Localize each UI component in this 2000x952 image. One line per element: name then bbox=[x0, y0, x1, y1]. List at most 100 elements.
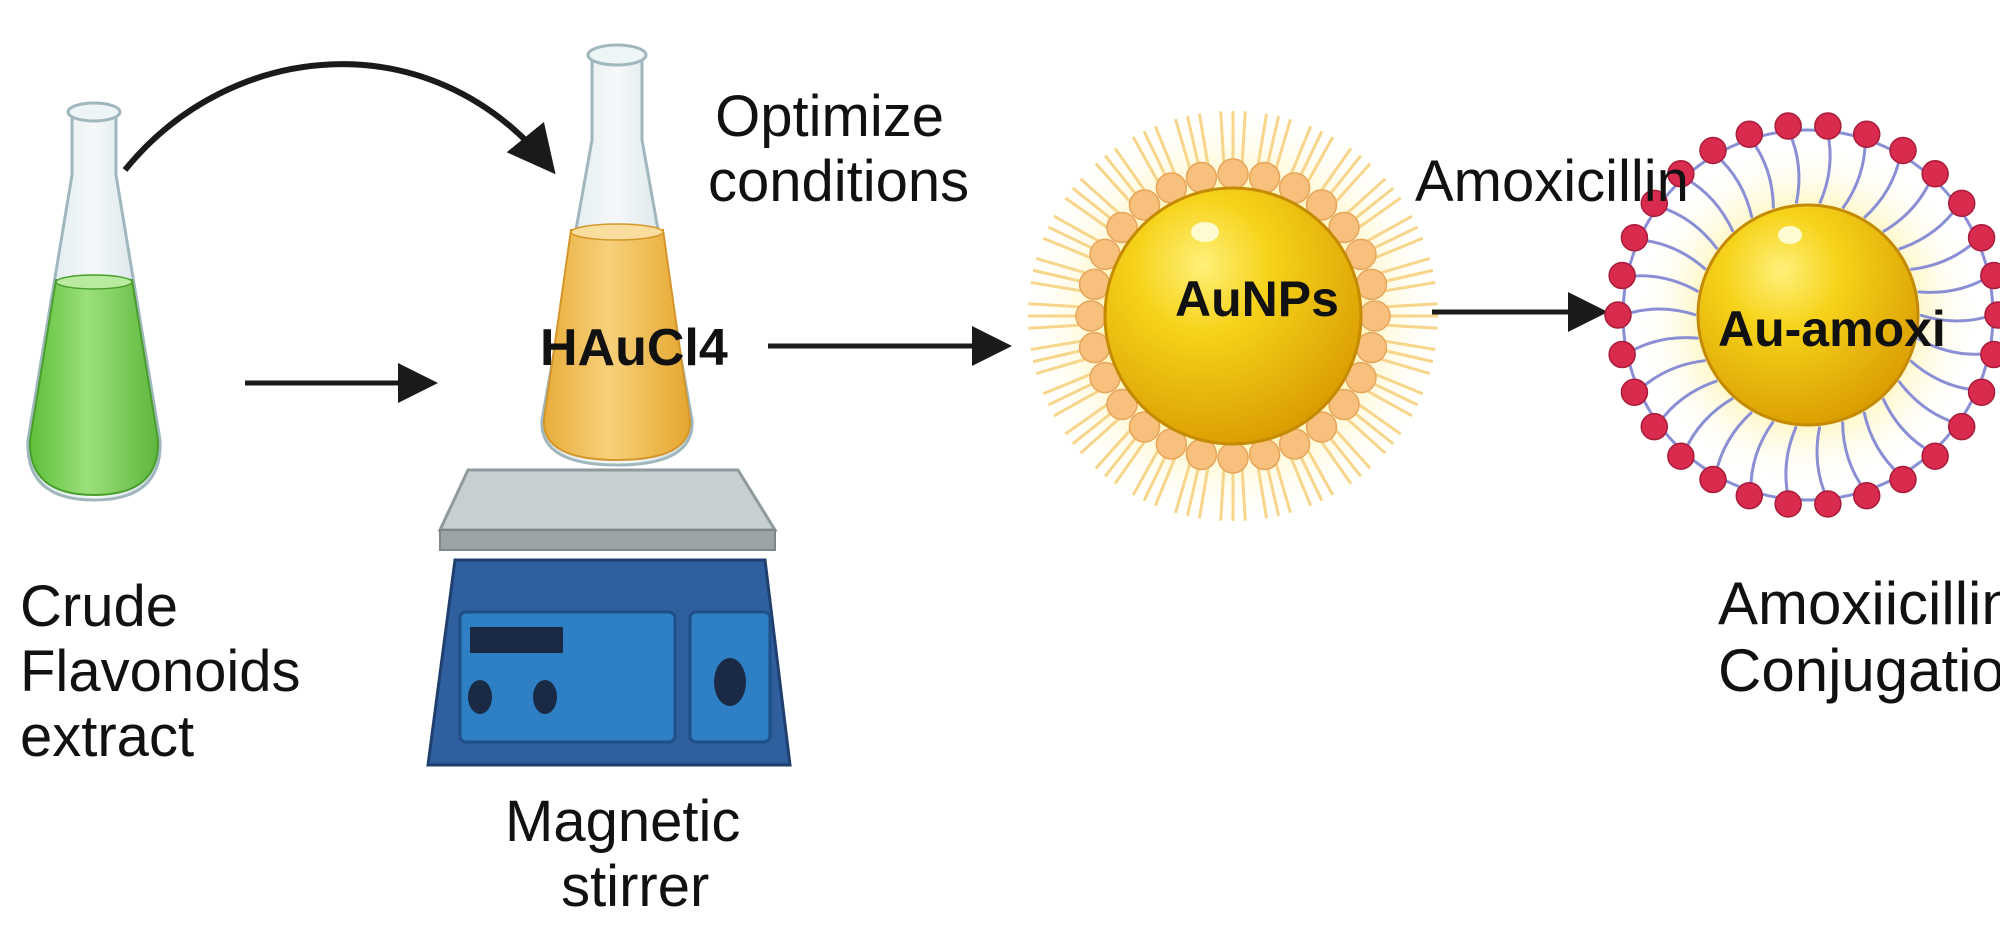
capping-ray bbox=[1094, 426, 1134, 470]
capping-ray bbox=[1371, 236, 1424, 261]
extract-flask bbox=[26, 101, 162, 502]
capping-ray bbox=[1296, 130, 1324, 182]
capping-bead bbox=[1355, 331, 1388, 364]
capping-ray bbox=[1053, 387, 1103, 418]
aunps-label: AuNPs bbox=[1175, 271, 1339, 327]
capping-ray bbox=[1030, 339, 1086, 352]
capping-ray bbox=[1273, 459, 1292, 514]
capping-ray bbox=[1354, 196, 1402, 231]
capping-bead bbox=[1328, 211, 1360, 244]
capping-ray bbox=[1240, 465, 1247, 521]
stirrer-knob-left bbox=[468, 680, 492, 714]
capping-ray bbox=[1378, 347, 1434, 364]
capping-bead bbox=[1359, 300, 1391, 332]
capping-ray bbox=[1032, 347, 1088, 364]
capping-bead bbox=[1328, 388, 1360, 421]
capping-ray bbox=[1380, 280, 1436, 293]
capping-ray bbox=[1219, 111, 1226, 167]
amoxicillin-head bbox=[1947, 412, 1976, 441]
magnetic-stirrer-label: Magnetic stirrer bbox=[505, 789, 741, 919]
capping-ray bbox=[1380, 339, 1436, 352]
capping-ray bbox=[1071, 187, 1117, 224]
amoxicillin-head bbox=[1889, 465, 1917, 494]
amoxicillin-head bbox=[1735, 481, 1764, 510]
capping-bead bbox=[1128, 411, 1161, 443]
stirrer-knob-middle bbox=[533, 680, 557, 714]
amoxicillin-head bbox=[1967, 378, 1996, 407]
amoxicillin-head bbox=[1699, 465, 1727, 494]
capping-ray bbox=[1343, 415, 1387, 455]
amoxicillin-label: Amoxicillin bbox=[1415, 149, 1689, 214]
capping-ray bbox=[1047, 379, 1099, 407]
capping-ray bbox=[1142, 450, 1170, 502]
capping-ray bbox=[1104, 154, 1141, 200]
amoxicillin-head bbox=[1604, 301, 1632, 329]
capping-ray bbox=[1142, 130, 1170, 182]
capping-bead bbox=[1185, 161, 1218, 194]
amoxicillin-head bbox=[1608, 340, 1636, 369]
capping-ray bbox=[1240, 111, 1247, 167]
haucl4-label: HAuCl4 bbox=[540, 319, 728, 377]
haucl4-flask bbox=[540, 43, 694, 467]
capping-bead bbox=[1305, 411, 1338, 443]
capping-ray bbox=[1113, 437, 1148, 485]
amoxicillin-head bbox=[1814, 490, 1842, 518]
amoxicillin-head bbox=[1980, 340, 2000, 369]
capping-ray bbox=[1042, 371, 1095, 396]
capping-ray bbox=[1042, 236, 1095, 261]
amoxicillin-conjugation-label: Amoxiicillin Conjugation bbox=[1718, 570, 2000, 705]
capping-ray bbox=[1332, 162, 1372, 206]
capping-ray bbox=[1064, 196, 1112, 231]
amoxicillin-head bbox=[1889, 136, 1917, 165]
capping-bead bbox=[1185, 438, 1218, 471]
capping-ray bbox=[1219, 465, 1226, 521]
amoxicillin-head bbox=[1608, 261, 1636, 290]
amoxicillin-head bbox=[1620, 378, 1649, 407]
capping-bead bbox=[1075, 300, 1107, 332]
capping-ray bbox=[1288, 454, 1313, 507]
capping-ray bbox=[1354, 401, 1402, 436]
capping-ray bbox=[1304, 136, 1335, 186]
capping-ray bbox=[1318, 147, 1353, 195]
capping-ray bbox=[1288, 125, 1313, 178]
capping-ray bbox=[1256, 463, 1269, 519]
crude-extract-label: Crude Flavonoids extract bbox=[20, 574, 301, 769]
curved-transfer-arrow bbox=[122, 61, 556, 175]
capping-bead bbox=[1217, 158, 1249, 190]
capping-ray bbox=[1264, 115, 1281, 171]
capping-ray bbox=[1349, 187, 1395, 224]
capping-ray bbox=[1273, 118, 1292, 173]
amoxicillin-head bbox=[1774, 490, 1802, 518]
capping-ray bbox=[1325, 154, 1362, 200]
amoxicillin-head bbox=[1984, 301, 2000, 329]
amoxicillin-head bbox=[1967, 223, 1996, 252]
amoxicillin-head bbox=[1980, 261, 2000, 290]
capping-ray bbox=[1094, 162, 1134, 206]
capping-ray bbox=[1131, 446, 1162, 496]
capping-ray bbox=[1197, 113, 1210, 169]
capping-ray bbox=[1367, 225, 1419, 253]
amoxicillin-head bbox=[1667, 160, 1695, 188]
amoxicillin-head bbox=[1667, 442, 1695, 470]
capping-bead bbox=[1305, 189, 1338, 221]
amoxicillin-head bbox=[1921, 442, 1949, 470]
capping-ray bbox=[1376, 257, 1431, 276]
capping-ray bbox=[1174, 118, 1193, 173]
capping-bead bbox=[1078, 331, 1111, 364]
amoxicillin-head bbox=[1852, 481, 1881, 510]
stirrer-knob-right bbox=[714, 658, 746, 706]
capping-bead bbox=[1217, 442, 1249, 474]
capping-ray bbox=[1047, 225, 1099, 253]
au-amoxi-label: Au-amoxi bbox=[1718, 301, 1946, 357]
capping-bead bbox=[1248, 438, 1281, 471]
amoxicillin-head bbox=[1814, 112, 1842, 140]
capping-ray bbox=[1032, 268, 1088, 285]
green-extract-liquid bbox=[28, 279, 160, 497]
capping-ray bbox=[1332, 426, 1372, 470]
capping-ray bbox=[1304, 446, 1335, 496]
optimize-conditions-label: Optimize conditions bbox=[708, 84, 970, 214]
capping-ray bbox=[1318, 437, 1353, 485]
capping-ray bbox=[1197, 463, 1210, 519]
capping-bead bbox=[1078, 268, 1111, 301]
